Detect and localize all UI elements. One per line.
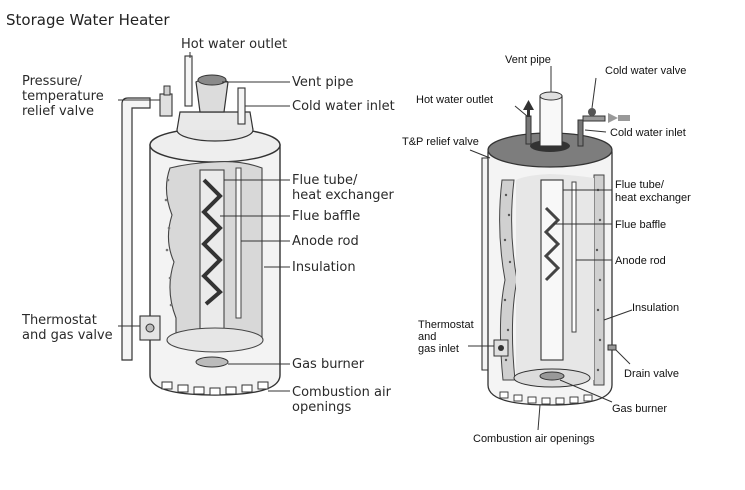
- right-label-insulation: Insulation: [632, 302, 679, 314]
- left-label-insulation: Insulation: [292, 260, 356, 275]
- left-label-flue-tube-line1: Flue tube/: [292, 173, 358, 188]
- left-label-gas-burner: Gas burner: [292, 357, 365, 372]
- right-leader-lines: [468, 66, 633, 431]
- left-label-combustion-line2: openings: [292, 400, 352, 415]
- left-label-hot-water-outlet: Hot water outlet: [181, 37, 287, 52]
- left-label-flue-tube-line2: heat exchanger: [292, 188, 395, 203]
- left-labels: Hot water outlet Vent pipe Cold water in…: [21, 37, 395, 415]
- right-label-cold-water-inlet: Cold water inlet: [610, 127, 686, 139]
- right-label-gas-burner: Gas burner: [612, 403, 667, 415]
- right-label-anode-rod: Anode rod: [615, 255, 666, 267]
- right-label-tp-relief-valve: T&P relief valve: [402, 136, 479, 148]
- left-label-thermostat-line2: and gas valve: [22, 328, 113, 343]
- left-label-flue-baffle: Flue baffle: [292, 209, 360, 224]
- right-label-vent-pipe: Vent pipe: [505, 54, 551, 66]
- left-label-prv-line2: temperature: [22, 89, 104, 104]
- right-label-combustion-air-openings: Combustion air openings: [473, 433, 595, 445]
- left-label-prv-line3: relief valve: [22, 104, 94, 119]
- right-label-drain-valve: Drain valve: [624, 368, 679, 380]
- right-label-hot-water-outlet: Hot water outlet: [416, 94, 493, 106]
- left-label-anode-rod: Anode rod: [292, 234, 359, 249]
- right-label-thermostat-line2: and: [418, 331, 436, 343]
- left-label-prv-line1: Pressure/: [22, 74, 83, 89]
- right-label-cold-water-valve: Cold water valve: [605, 65, 686, 77]
- right-heater: [481, 91, 630, 406]
- right-label-thermostat-line3: gas inlet: [418, 343, 459, 355]
- left-leader-lines: [118, 52, 290, 392]
- left-label-thermostat-line1: Thermostat: [21, 313, 97, 328]
- right-label-thermostat-line1: Thermostat: [418, 319, 474, 331]
- right-label-flue-tube-line2: heat exchanger: [615, 192, 691, 204]
- left-label-combustion-line1: Combustion air: [292, 385, 392, 400]
- left-label-cold-water-inlet: Cold water inlet: [292, 99, 395, 114]
- left-label-vent-pipe: Vent pipe: [292, 75, 353, 90]
- left-heater: [121, 55, 281, 396]
- right-labels: Vent pipe Cold water valve Hot water out…: [402, 54, 691, 445]
- right-label-flue-tube-line1: Flue tube/: [615, 179, 665, 191]
- diagram-title: Storage Water Heater: [6, 11, 170, 29]
- right-label-flue-baffle: Flue baffle: [615, 219, 666, 231]
